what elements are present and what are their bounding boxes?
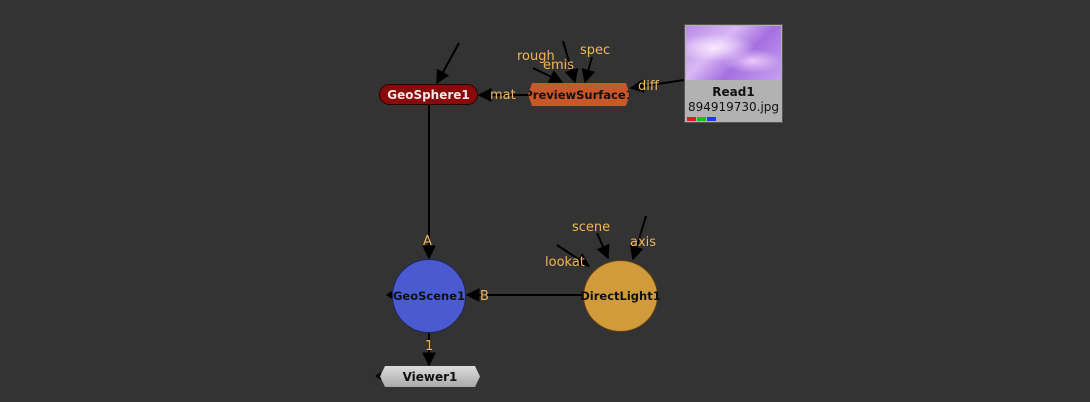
edge-read-to-preview[interactable] bbox=[629, 79, 685, 94]
input-label-lookat: lookat bbox=[545, 255, 585, 270]
read-node-title: Read1 bbox=[712, 85, 755, 99]
direct-light-node[interactable]: DirectLight1 bbox=[580, 260, 661, 332]
viewer-input-arrow bbox=[375, 372, 381, 380]
edge-geosphere-input[interactable] bbox=[436, 42, 460, 85]
channel-red-indicator bbox=[687, 117, 696, 121]
viewer-node[interactable]: Viewer1 bbox=[380, 366, 480, 387]
channel-green-indicator bbox=[697, 117, 706, 121]
preview-surface-node[interactable]: PreviewSurface1 bbox=[528, 83, 630, 106]
input-label-emis: emis bbox=[543, 58, 575, 73]
geosphere-node-label: GeoSphere1 bbox=[387, 87, 470, 102]
input-label-b: B bbox=[480, 289, 489, 304]
input-label-axis: axis bbox=[630, 235, 657, 250]
channel-blue-indicator bbox=[707, 117, 716, 121]
input-label-diff: diff bbox=[638, 79, 659, 94]
read-node[interactable]: Read1 894919730.jpg bbox=[684, 24, 783, 123]
input-label-rough: rough bbox=[517, 49, 555, 64]
preview-surface-node-label: PreviewSurface1 bbox=[524, 87, 634, 102]
read-node-filename: 894919730.jpg bbox=[687, 100, 780, 114]
direct-light-node-label: DirectLight1 bbox=[580, 289, 661, 303]
geoscene-mask-arrow bbox=[386, 291, 392, 299]
edge-emis-input[interactable] bbox=[562, 40, 579, 84]
geoscene-node[interactable]: GeoScene1 bbox=[392, 259, 466, 333]
input-label-spec: spec bbox=[580, 43, 611, 58]
geosphere-node[interactable]: GeoSphere1 bbox=[379, 84, 478, 105]
geoscene-node-label: GeoScene1 bbox=[392, 289, 466, 303]
viewer-node-label: Viewer1 bbox=[402, 369, 458, 384]
input-label-a: A bbox=[423, 234, 432, 249]
edge-lookat-input[interactable] bbox=[556, 244, 591, 267]
read-thumbnail bbox=[686, 26, 781, 80]
edge-spec-input[interactable] bbox=[581, 56, 596, 84]
edge-axis-input[interactable] bbox=[629, 215, 647, 261]
edge-rough-input[interactable] bbox=[532, 67, 564, 83]
edge-scene-input[interactable] bbox=[596, 232, 610, 260]
input-label-scene: scene bbox=[572, 220, 611, 235]
input-label-one: 1 bbox=[425, 339, 434, 354]
input-label-mat: mat bbox=[490, 88, 516, 103]
